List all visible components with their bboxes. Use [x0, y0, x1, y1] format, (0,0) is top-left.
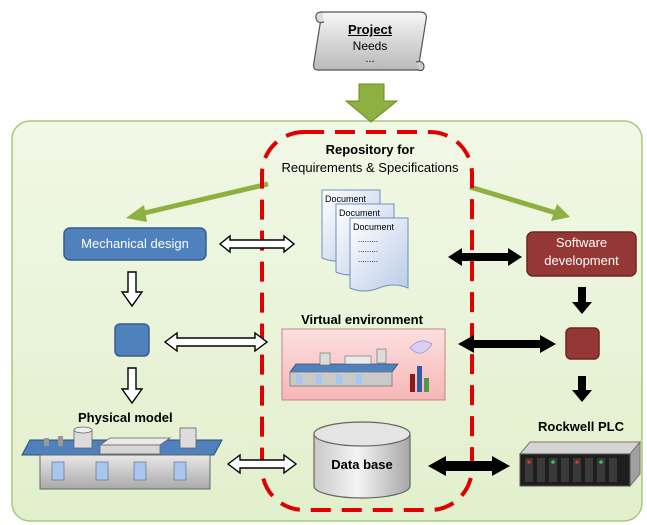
mechanical-repository-link [218, 234, 296, 254]
documents-software-link [448, 248, 522, 266]
database-label: Data base [331, 457, 393, 472]
project-scroll [312, 11, 427, 72]
document-stack-icon [321, 189, 409, 292]
node-to-plc-arrow [572, 376, 592, 402]
database-cylinder [313, 421, 411, 499]
repository-title: Repository for [325, 142, 415, 157]
software-label-line1: Software [555, 235, 608, 250]
mechanical-to-node-arrow [120, 271, 144, 308]
mechanical-intermediate-node [114, 323, 150, 357]
mechanical-design-label: Mechanical design [81, 236, 189, 251]
repository-to-mechanical-arrow [126, 181, 269, 222]
document-title-2: Document [339, 208, 381, 218]
node-to-physical-arrow [120, 367, 144, 405]
rockwell-plc-label: Rockwell PLC [538, 419, 624, 434]
software-development-box [526, 231, 637, 277]
document-dots-2: ......... [358, 245, 379, 254]
document-title-3: Document [353, 222, 395, 232]
project-needs: Needs [352, 39, 388, 53]
software-to-node-arrow [572, 287, 592, 314]
physical-model-label: Physical model [78, 410, 173, 425]
project-ellipsis: ... [365, 53, 375, 65]
project-title: Project [347, 22, 393, 37]
repository-to-software-arrow [469, 184, 570, 221]
node-virtual-link [163, 331, 269, 353]
virtual-node-link [458, 335, 556, 353]
mechanical-design-box [63, 227, 207, 261]
virtual-environment-panel [281, 328, 446, 401]
database-plc-link [428, 456, 510, 476]
repository-boundary [260, 130, 474, 512]
virtual-environment-label: Virtual environment [301, 312, 423, 327]
project-to-repository-arrow [344, 83, 399, 123]
document-title-1: Document [325, 194, 367, 204]
physical-database-link [226, 453, 298, 475]
software-label-line2: development [544, 253, 619, 268]
system-panel [11, 120, 643, 522]
document-dots-1: ......... [358, 235, 379, 244]
software-intermediate-node [565, 327, 600, 360]
rockwell-plc-image [518, 440, 642, 488]
physical-model-image [21, 426, 223, 490]
repository-subtitle: Requirements & Specifications [281, 160, 459, 175]
document-dots-3: ......... [358, 255, 379, 264]
